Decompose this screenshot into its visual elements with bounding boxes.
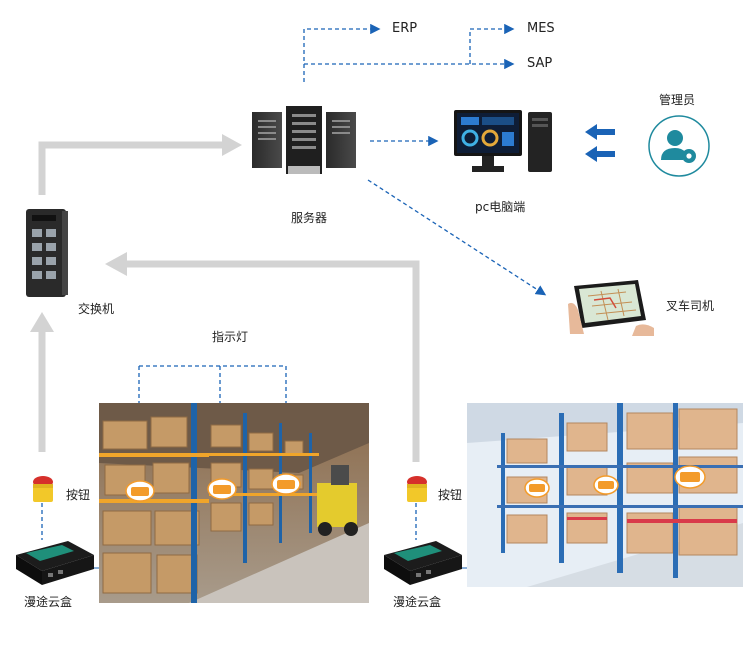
indicator-light-1 (125, 480, 155, 502)
warehouse-photo-left (99, 403, 369, 603)
indicator-light-3 (271, 473, 301, 495)
indicator-label: 指示灯 (212, 330, 249, 344)
pc-label: pc电脑端 (475, 200, 526, 214)
tablet-icon (568, 280, 654, 336)
gray-arrows (38, 141, 420, 462)
admin-user-gear-icon (648, 115, 710, 177)
cloud-box-left-icon (16, 541, 94, 585)
server-label: 服务器 (291, 211, 328, 225)
indicator-light-2 (207, 478, 237, 500)
indicator-light-6 (674, 465, 706, 489)
network-switch-icon (26, 209, 68, 297)
forklift (317, 465, 358, 536)
warehouse-photo-right (467, 403, 743, 587)
erp-label: ERP (392, 21, 418, 36)
arrow-right-to-switch (125, 260, 420, 462)
indicator-light-4 (524, 478, 550, 498)
gray-arrow-heads (30, 134, 242, 332)
pc-icon (454, 110, 552, 172)
mes-label: MES (527, 21, 555, 36)
arrow-switch-to-server (38, 141, 222, 195)
admin-arrows (585, 124, 615, 162)
push-button-right-icon (407, 476, 427, 502)
push-button-left-icon (33, 476, 53, 502)
indicator-light-5 (593, 475, 619, 495)
cloud-box-right-icon (384, 541, 462, 585)
cloudbox-left-label: 漫途云盒 (24, 595, 73, 609)
cloudbox-right-label: 漫途云盒 (393, 595, 442, 609)
button-left-label: 按钮 (66, 488, 91, 502)
sap-label: SAP (527, 56, 553, 71)
forklift-driver-label: 叉车司机 (666, 299, 715, 313)
button-right-label: 按钮 (438, 488, 463, 502)
server-icon (252, 106, 356, 174)
admin-label: 管理员 (659, 93, 696, 107)
switch-label: 交换机 (78, 302, 115, 316)
